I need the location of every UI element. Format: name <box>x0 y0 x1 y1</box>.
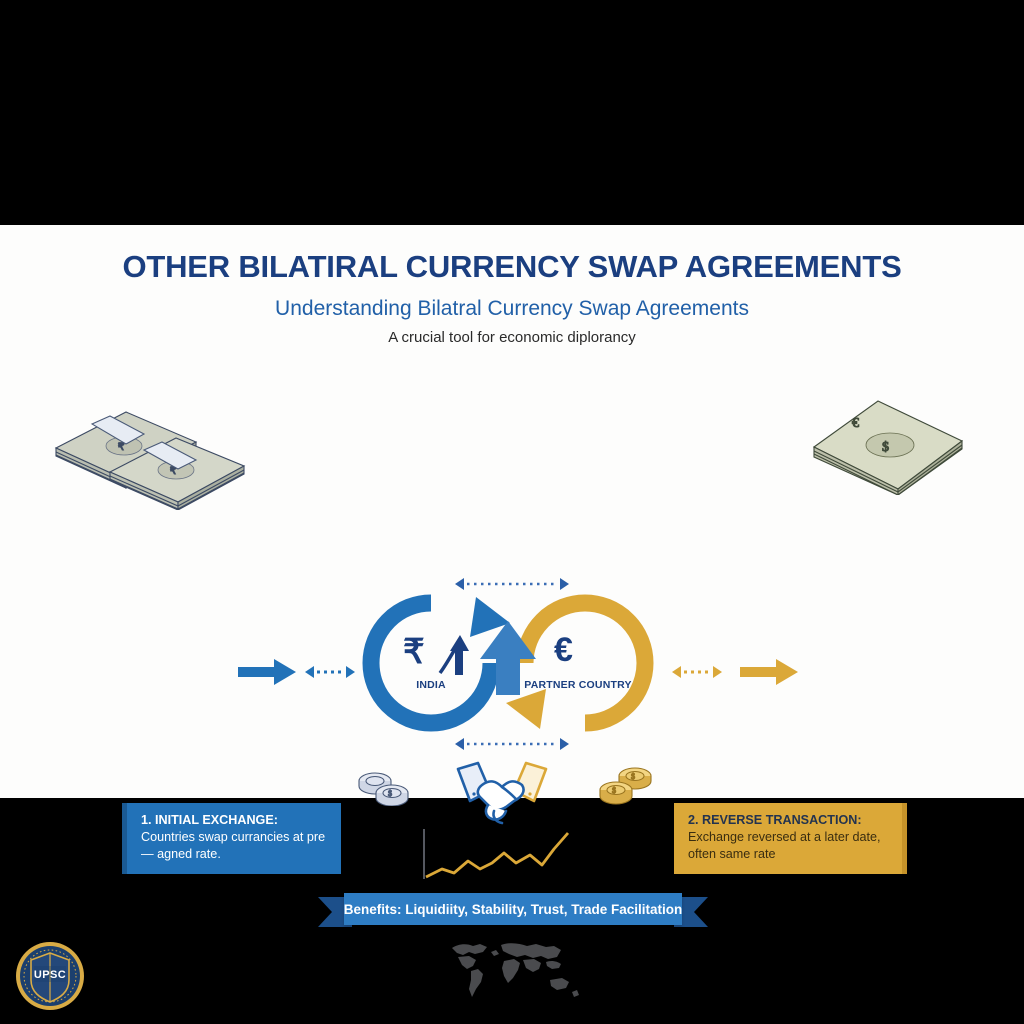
silver-coins-icon: $ <box>358 772 409 806</box>
svg-text:$: $ <box>882 440 889 455</box>
swap-cycle-arrows-icon <box>362 594 654 732</box>
double-headed-dotted-arrow-icon <box>455 578 569 590</box>
upsc-badge-label: UPSC <box>33 969 67 981</box>
arrow-right-icon <box>238 659 296 685</box>
arrow-right-icon <box>740 659 798 685</box>
svg-text:€: € <box>852 416 859 431</box>
page-title: OTHER BILATIRAL CURRENCY SWAP AGREEMENTS <box>122 249 902 284</box>
rising-line-chart-icon <box>423 829 570 879</box>
upsc-seal-svg <box>16 942 84 1010</box>
dollar-euro-banknote-stack-icon: $ € <box>812 400 964 495</box>
step-2-body: Exchange reversed at a later date, often… <box>688 829 881 861</box>
step-2-callout: 2. REVERSE TRANSACTION: Exchange reverse… <box>674 803 907 874</box>
step-1-body: Countries swap currancies at pre— agned … <box>141 829 326 861</box>
step-1-heading: 1. INITIAL EXCHANGE: <box>141 813 278 827</box>
rupee-banknote-stacks-icon: ₹ ₹ <box>54 411 246 510</box>
currency-swap-emblem: ₹ € INDIA PARTNER COUNTRY <box>358 583 658 743</box>
step-2-heading: 2. REVERSE TRANSACTION: <box>688 813 862 827</box>
upsc-shield-seal-icon: UPSC <box>14 940 86 1012</box>
infographic-panel: OTHER BILATIRAL CURRENCY SWAP AGREEMENTS… <box>0 225 1024 1010</box>
svg-text:$: $ <box>631 772 635 781</box>
svg-text:₹: ₹ <box>170 466 176 477</box>
double-headed-dotted-arrow-icon <box>455 738 569 750</box>
step-1-callout: 1. INITIAL EXCHANGE: Countries swap curr… <box>122 803 341 874</box>
double-headed-dotted-arrow-icon <box>672 666 722 678</box>
double-headed-dotted-arrow-icon <box>305 666 355 678</box>
world-map-icon <box>452 943 579 997</box>
page-tagline: A crucial tool for economic diplorancy <box>388 329 636 346</box>
gold-coins-icon: $ $ <box>599 767 652 805</box>
ribbon-label: Benefits: Liquidiity, Stability, Trust, … <box>344 893 682 925</box>
euro-symbol: € <box>554 631 573 669</box>
rupee-growth-arrow-icon <box>438 635 469 675</box>
svg-text:$: $ <box>388 789 392 798</box>
svg-text:$: $ <box>612 786 616 795</box>
benefits-ribbon: Benefits: Liquidiity, Stability, Trust, … <box>318 893 708 931</box>
emblem-label-partner-country: PARTNER COUNTRY <box>524 679 632 691</box>
emblem-label-india: INDIA <box>416 679 446 691</box>
svg-text:₹: ₹ <box>118 442 124 453</box>
page-subtitle: Understanding Bilatral Currency Swap Agr… <box>275 297 749 320</box>
handshake-icon <box>456 761 548 825</box>
rupee-symbol: ₹ <box>403 633 425 671</box>
